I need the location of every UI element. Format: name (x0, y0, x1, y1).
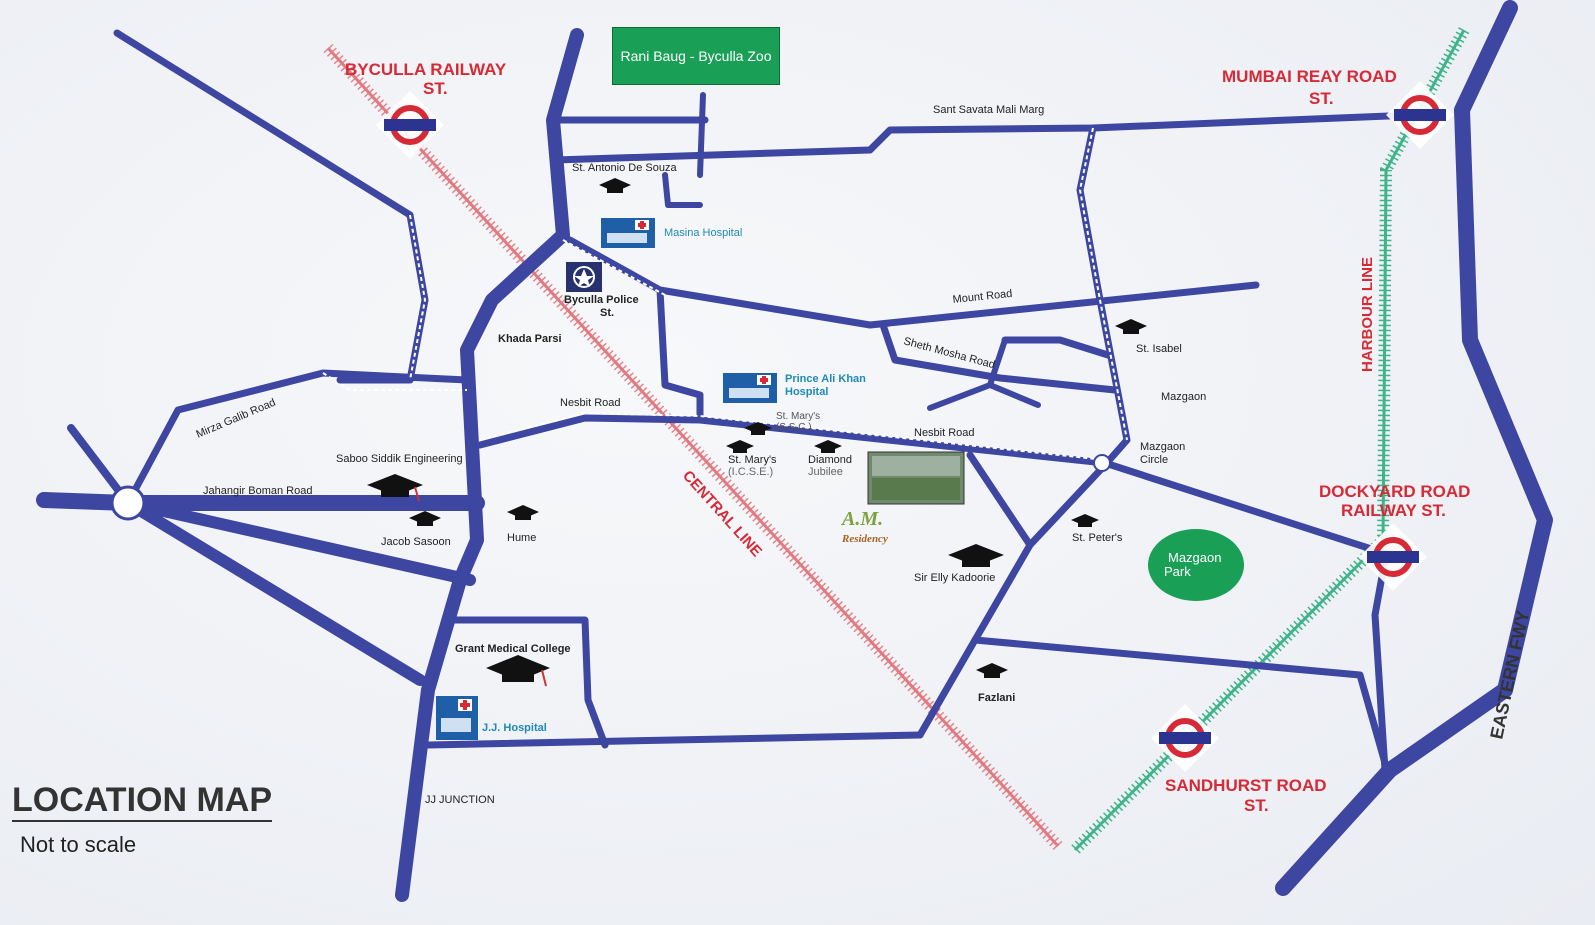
graduation-cap-icon (507, 505, 539, 520)
mazgaon-circle-label-1: Mazgaon (1140, 441, 1185, 453)
police-station-label-1: Byculla Police (564, 294, 639, 306)
mazgaon-circle-marker (1093, 454, 1111, 472)
map-subtitle: Not to scale (20, 832, 137, 857)
graduation-cap-icon (726, 440, 754, 453)
jj-hospital-label: J.J. Hospital (482, 722, 547, 734)
st-marys-icse-label-1: St. Mary's (728, 454, 777, 466)
major-roads (36, 0, 1553, 902)
am-residency-sub: Residency (841, 533, 888, 545)
graduation-cap-icon (599, 178, 631, 193)
reay-road-station-label-2: ST. (1309, 89, 1334, 108)
diamond-jubilee-label-2: Jubilee (808, 466, 843, 478)
masina-hospital-label: Masina Hospital (664, 227, 742, 239)
st-marys-icse-label-2: (I.C.S.E.) (728, 466, 773, 478)
byculla-zoo-box: Rani Baug - Byculla Zoo (612, 27, 780, 85)
dockyard-station-label-2: RAILWAY ST. (1341, 501, 1446, 520)
jacob-sasoon-label: Jacob Sasoon (381, 536, 451, 548)
graduation-cap-icon (744, 422, 772, 435)
masina-hospital-icon (601, 218, 655, 248)
police-station-label-2: St. (600, 307, 614, 319)
graduation-cap-icon (1115, 319, 1147, 334)
reay-road-station-label-1: MUMBAI REAY ROAD (1222, 67, 1397, 86)
jj-junction-label: JJ JUNCTION (425, 794, 495, 806)
prince-ali-label-1: Prince Ali Khan (785, 373, 866, 385)
mazgaon-park-label-1: Mazgaon (1168, 550, 1221, 565)
am-residency-photo (867, 451, 965, 505)
jahangir-road-label: Jahangir Boman Road (203, 485, 312, 497)
map-title: LOCATION MAP (12, 780, 273, 822)
police-station-icon (566, 262, 602, 292)
byculla-station-label-2: ST. (423, 79, 448, 98)
jj-hospital-icon (436, 696, 478, 740)
graduation-cap-icon (367, 474, 423, 502)
sandhurst-station-label-2: ST. (1244, 796, 1269, 815)
graduation-cap-icon (976, 663, 1008, 678)
byculla-zoo-label: Rani Baug - Byculla Zoo (620, 48, 772, 64)
nesbit-road-label-2: Nesbit Road (914, 427, 975, 439)
st-antonio-label: St. Antonio De Souza (572, 162, 677, 174)
secondary-roads (124, 92, 1417, 774)
sir-elly-label: Sir Elly Kadoorie (914, 572, 995, 584)
am-residency-name: A.M. (840, 508, 883, 530)
byculla-station-label-1: BYCULLA RAILWAY (345, 60, 507, 79)
graduation-cap-icon (948, 544, 1004, 567)
khada-parsi-label: Khada Parsi (498, 333, 562, 345)
dockyard-station-label-1: DOCKYARD ROAD (1319, 482, 1470, 501)
mazgaon-park-label-2: Park (1164, 564, 1191, 579)
mazgaon-park-area (1148, 529, 1244, 601)
grant-medical-label: Grant Medical College (455, 643, 571, 655)
reay-road-station-icon (1386, 81, 1454, 149)
jahangir-junction-circle (110, 485, 146, 521)
fazlani-label: Fazlani (978, 692, 1015, 704)
graduation-cap-icon (409, 511, 441, 526)
byculla-station-icon (376, 91, 444, 159)
station-link-dashes (562, 239, 666, 296)
graduation-cap-icon (814, 440, 842, 453)
st-isabel-label: St. Isabel (1136, 343, 1182, 355)
harbour-line-label: HARBOUR LINE (1359, 257, 1376, 372)
harbour-line-track (1070, 27, 1470, 855)
saboo-siddik-label: Saboo Siddik Engineering (336, 453, 463, 465)
hume-label: Hume (507, 532, 536, 544)
st-marys-ssc-label-2: (S.S.C.) (776, 422, 812, 433)
eastern-fwy-label: EASTERN FWY (1486, 609, 1533, 741)
graduation-cap-icon (486, 655, 550, 687)
sandhurst-station-label-1: SANDHURST ROAD (1165, 776, 1327, 795)
st-marys-ssc-label-1: St. Mary's (776, 411, 820, 422)
mazgaon-circle-label-2: Circle (1140, 454, 1168, 466)
prince-ali-label-2: Hospital (785, 386, 828, 398)
st-peters-label: St. Peter's (1072, 532, 1123, 544)
diamond-jubilee-label-1: Diamond (808, 454, 852, 466)
mazgaon-label: Mazgaon (1161, 391, 1206, 403)
graduation-cap-icon (1071, 514, 1099, 527)
sant-savata-road-label: Sant Savata Mali Marg (933, 104, 1044, 116)
nesbit-road-label-1: Nesbit Road (560, 397, 621, 409)
mount-road-label: Mount Road (952, 288, 1013, 306)
school-cap-icons (367, 178, 1147, 687)
dockyard-station-icon (1359, 523, 1427, 591)
prince-ali-hospital-icon (723, 373, 777, 403)
